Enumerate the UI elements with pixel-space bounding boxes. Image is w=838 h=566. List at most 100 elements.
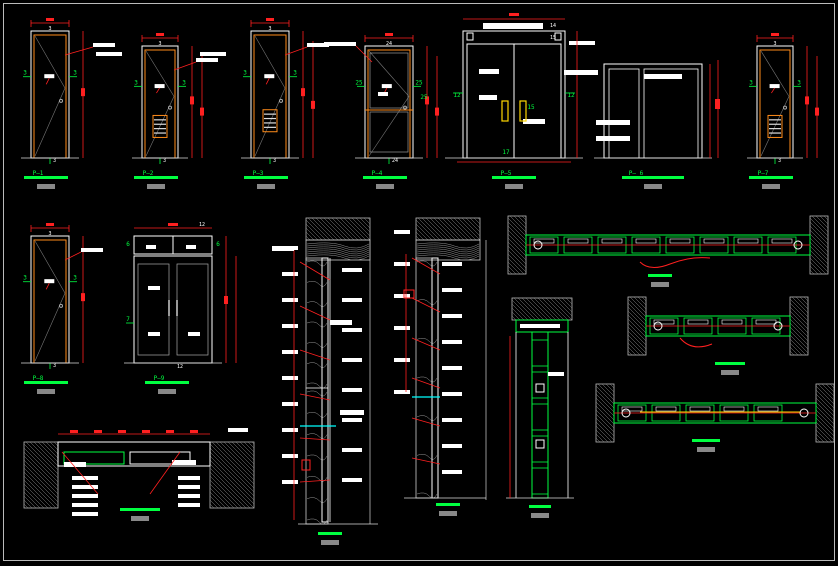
hatch-line [789,346,799,356]
hatch-line [477,217,481,221]
swing-line [254,35,286,89]
leader [265,78,270,85]
leaf-tag [479,95,497,100]
hatch-line [595,401,615,421]
hatch-line [517,215,527,225]
elevation-title: P—1 [33,170,44,177]
swing-line [368,50,410,97]
hatch-line [465,217,481,233]
hatch-line [507,249,527,269]
annotation-text-bar [200,52,226,56]
scale-label-bar [762,184,780,189]
grain-line [306,454,328,461]
hatch-line [605,383,615,393]
hatch-line [331,217,355,241]
hatch-line [247,441,255,449]
hatch-line [305,223,323,241]
hatch-line [809,241,829,261]
hatch-line [569,297,573,301]
leader [64,46,94,56]
section-mark-label: 3 [797,79,801,86]
grain-line [306,321,328,328]
door-handle [279,98,283,103]
leaf-core [755,319,777,325]
hatch-line [209,487,231,509]
door-leaf [321,257,329,523]
leaf-tag [264,74,275,79]
hatch-line [507,229,527,249]
title-underline [492,176,536,179]
annotation-text-bar [72,503,98,507]
hatch-line [211,441,255,485]
title-underline [622,176,684,179]
hatch-line [789,314,809,334]
plan-section-2 [627,296,809,356]
leaf-tag [148,332,160,336]
hatch-line [809,245,829,265]
hatch-line [627,334,647,354]
hatch-line [33,441,59,467]
hatch-line [25,441,59,475]
hatch-line [815,393,835,413]
annotation-text-bar [96,52,122,56]
hatch-line [209,443,255,489]
hatch-line [789,322,809,342]
hatch-line [507,221,527,241]
annotation-text-bar [394,230,410,234]
wall-hatch [627,296,647,356]
scale-label-bar [644,184,662,189]
grain-line [306,254,370,261]
section-mark-label: 3 [749,79,753,86]
leader [411,337,441,351]
dimension-text [81,293,85,302]
hatch-line [209,471,247,509]
hatch-line [327,217,351,241]
hatch-line [305,227,319,241]
grain-line [416,260,438,267]
door-sections [272,217,574,545]
title-underline [244,176,288,179]
leaf-core [601,238,623,244]
hatch-line [209,467,251,509]
annotation-text-bar [342,268,362,272]
hatch-line [789,334,809,354]
swing-arc [639,257,711,268]
hatch-line [23,475,57,509]
hatch-line [595,429,609,443]
hatch-line [507,233,527,253]
hatch-line [305,219,327,241]
annotation-text-bar [282,376,298,380]
annotation-text-bar [442,366,462,370]
hatch-line [507,237,527,257]
grain-line [306,248,370,255]
grain-line [306,341,328,348]
leaf-core [621,406,643,412]
hatch-line [23,451,59,487]
door-leaf-section [63,451,125,465]
leaf-tag [378,92,388,96]
transom-hinge [554,32,562,41]
hatch-line [627,310,647,330]
side-panel [608,68,640,159]
grain-line [306,433,328,439]
annotation-text-bar [282,324,298,328]
annotation-text-bar [282,454,298,458]
swing-line [760,96,790,157]
leader [173,61,197,71]
hatch-line [23,487,45,509]
dimension-text [715,99,720,109]
hatch-line [209,491,227,509]
swing-line [760,50,790,97]
hatch-line [815,389,835,409]
bottom-mark: 12 [177,364,183,370]
hatch-line [815,425,833,443]
hatch-line [595,417,615,437]
hatch-line [355,217,371,233]
door-frame [756,45,794,159]
hatch-line [815,215,829,229]
hatch-line [437,217,461,241]
leader [299,393,331,401]
elevation-title: P—5 [501,170,512,177]
leader [156,87,160,94]
leader [284,46,308,56]
